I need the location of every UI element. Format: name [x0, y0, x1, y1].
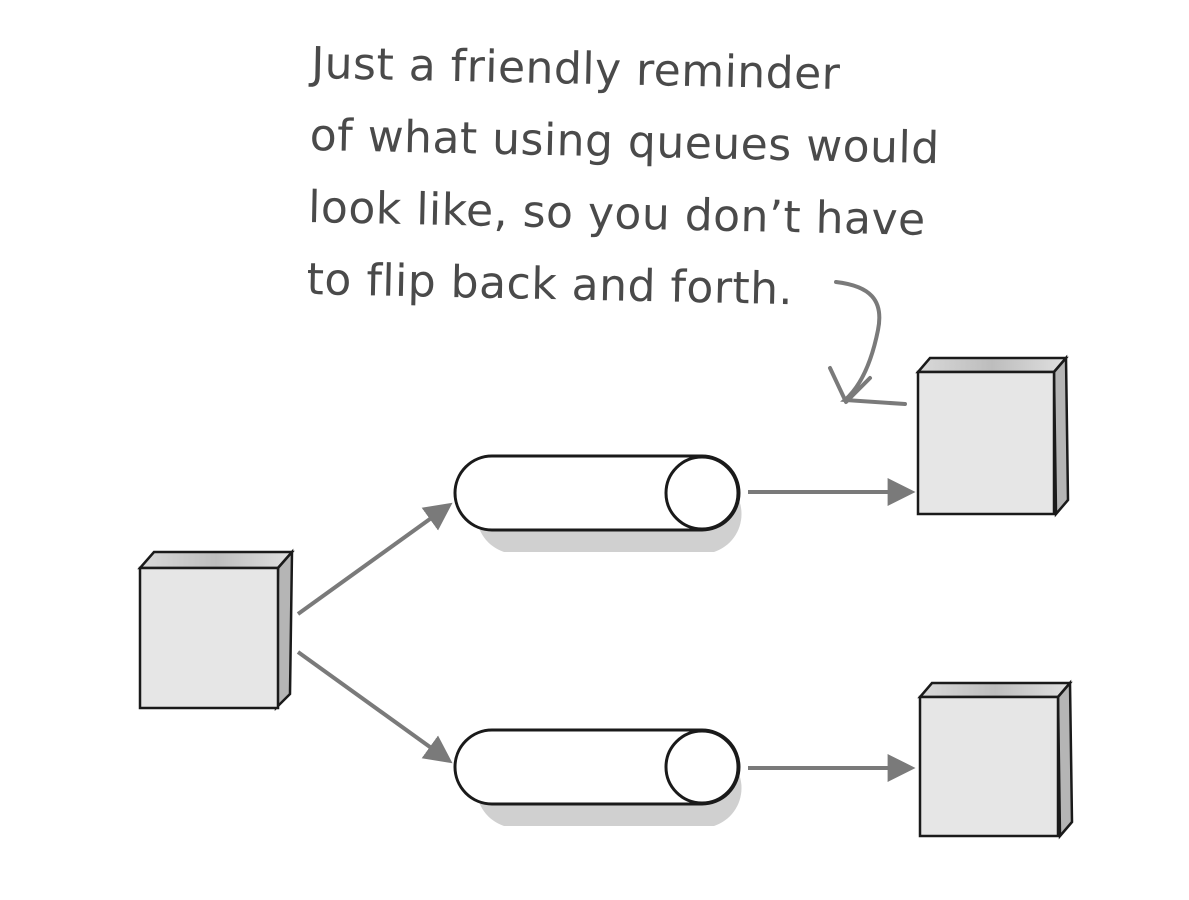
producer-box [137, 548, 295, 712]
callout-arrowhead [828, 366, 872, 404]
queue-bottom [453, 728, 742, 826]
arrow-producer-to-queue-top [296, 502, 453, 616]
arrow-producer-to-queue-bottom [296, 650, 453, 764]
queue-top [453, 454, 742, 552]
callout-arrow [834, 280, 907, 406]
consumer-box-top [915, 354, 1070, 518]
consumer-box-bottom [917, 679, 1074, 840]
